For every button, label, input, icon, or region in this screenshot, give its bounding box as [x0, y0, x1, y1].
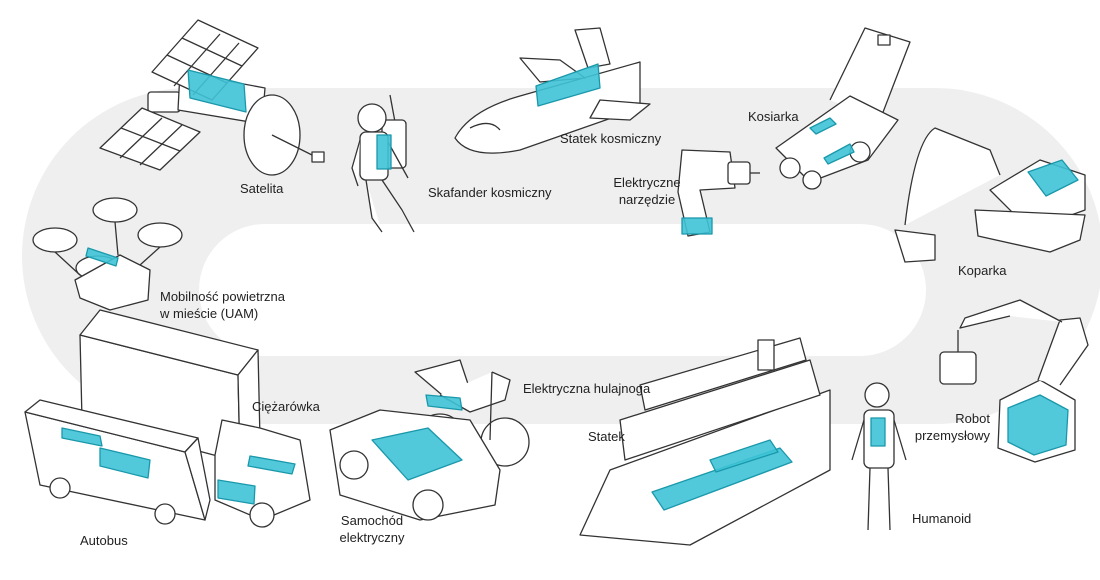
- label-car: Samochód elektryczny: [339, 513, 405, 545]
- label-truck: Ciężarówka: [252, 399, 320, 414]
- label-robot-arm: Robot przemysłowy: [914, 411, 990, 443]
- label-spacesuit: Skafander kosmiczny: [428, 185, 552, 200]
- label-humanoid: Humanoid: [912, 511, 972, 526]
- astronaut-icon: [351, 94, 415, 233]
- lawn-mower-icon: [775, 27, 911, 190]
- bus-icon: [24, 399, 211, 525]
- humanoid-icon: [851, 382, 907, 531]
- truck-icon: [79, 309, 311, 528]
- excavator-icon: [894, 127, 1086, 263]
- drill-icon: [677, 149, 760, 237]
- satellite-icon: [99, 19, 325, 176]
- robot-arm-icon: [939, 299, 1089, 463]
- label-excavator: Koparka: [958, 263, 1007, 278]
- car-icon: [329, 409, 501, 521]
- label-uam: Mobilność powietrzna w mieście (UAM): [160, 289, 286, 321]
- label-power-tool: Elektryczne narzędzie: [613, 175, 681, 207]
- space-shuttle-icon: [454, 27, 651, 154]
- label-spaceship: Statek kosmiczny: [560, 131, 662, 146]
- cruise-ship-icon: [579, 337, 831, 546]
- label-ship: Statek: [588, 429, 625, 444]
- label-bus: Autobus: [80, 533, 128, 548]
- label-scooter: Elektryczna hulajnoga: [523, 381, 651, 396]
- label-satellite: Satelita: [240, 181, 284, 196]
- drone-taxi-icon: [32, 197, 183, 311]
- label-mower: Kosiarka: [748, 109, 799, 124]
